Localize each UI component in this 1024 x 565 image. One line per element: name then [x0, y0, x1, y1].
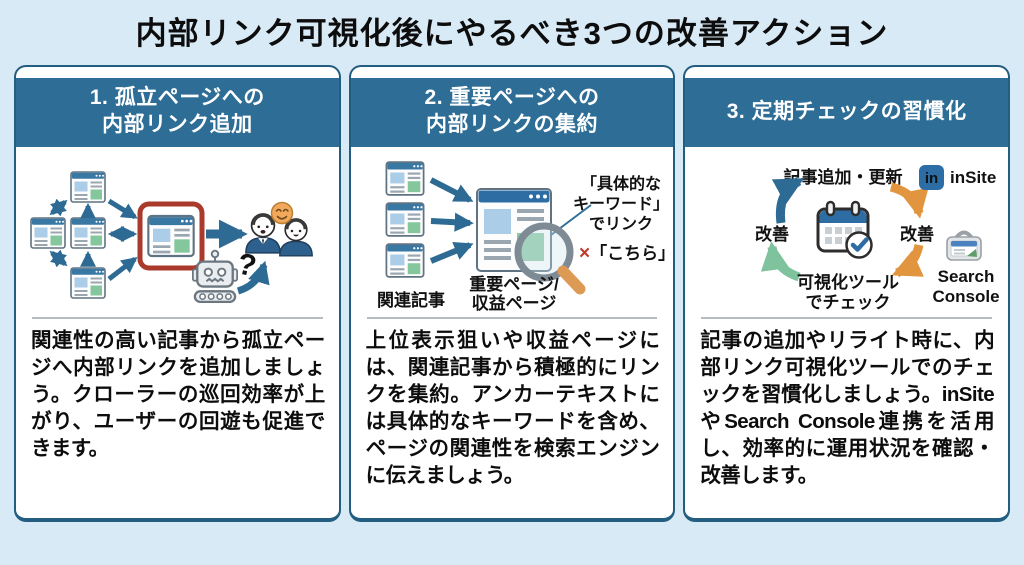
divider [366, 316, 658, 319]
card3-header: 3. 定期チェックの習慣化 [685, 77, 1009, 147]
keyword-note-2: キーワード」 [573, 196, 669, 213]
divider [32, 316, 323, 319]
check-tool-label-1: 可視化ツール [797, 272, 899, 292]
card-isolated-pages: 1. 孤立ページへの 内部リンク追加 [14, 64, 341, 522]
robot-to-users-arrow [236, 260, 270, 294]
search-console-label-1: Search [938, 267, 995, 286]
linked-pages-cluster-icon [30, 170, 106, 299]
svg-text:×「こちら」: ×「こちら」 [579, 243, 675, 264]
card2-header: 2. 重要ページへの 内部リンクの集約 [350, 77, 674, 147]
smiley-icon [270, 201, 294, 224]
cycle-arrow-orange-1 [890, 182, 929, 219]
page-title: 内部リンク可視化後にやるべき3つの改善アクション [135, 16, 889, 51]
insite-logo-text: in [925, 170, 938, 187]
card-link-consolidation: 2. 重要ページへの 内部リンクの集約 関連記事 [348, 64, 676, 522]
cycle-arrow-orange-2 [892, 243, 925, 277]
user-person2-icon [278, 217, 314, 257]
check-tool-label-2: でチェック [806, 293, 891, 312]
insite-logo-icon: in [919, 164, 945, 190]
ng-anchor-text: 「こちら」 [590, 243, 675, 263]
calendar-check-icon [816, 200, 874, 259]
cycle-arrow-blue [772, 176, 805, 224]
ng-cross-icon: × [579, 243, 590, 264]
card2-illustration: 関連記事 [377, 160, 675, 313]
important-page-label-1: 重要ページ/ [469, 274, 559, 294]
isolated-page-icon [137, 201, 205, 271]
card1-illustration: ? [30, 170, 314, 303]
related-article-icons [385, 160, 425, 278]
insite-name-label: inSite [950, 168, 996, 187]
important-page-label-2: 収益ページ [471, 293, 556, 313]
card2-body-text: 上位表示狙いや収益ページには、関連記事から積極的にリンクを集約。アンカーテキスト… [365, 328, 660, 487]
card-regular-check: 3. 定期チェックの習慣化 記事追加・更新 改善 改善 可視化ツール でチェック [683, 64, 1011, 522]
link-arrows [49, 198, 138, 281]
keyword-note-3: でリンク [589, 215, 653, 233]
card3-body-text: 記事の追加やリライト時に、内部リンク可視化ツールでのチェックを習慣化しましょう。… [700, 328, 995, 487]
improve-right-label: 改善 [900, 224, 934, 244]
divider [701, 316, 993, 319]
card1-body-text: 関連性の高い記事から孤立ページへ内部リンクを追加しましょう。クローラーの巡回効率… [31, 328, 325, 460]
card3-illustration: 記事追加・更新 改善 改善 可視化ツール でチェック [755, 164, 1000, 312]
cycle-step-update-label: 記事追加・更新 [784, 167, 903, 187]
improve-left-label: 改善 [755, 224, 789, 244]
magnifier-icon [514, 222, 586, 295]
keyword-note-1: 「具体的な [581, 174, 661, 193]
search-console-icon [946, 230, 983, 261]
cards-row: 1. 孤立ページへの 内部リンク追加 [0, 64, 1024, 522]
cycle-arrow-green [761, 240, 801, 281]
search-console-label-2: Console [933, 287, 1000, 306]
consolidation-arrows [429, 176, 474, 264]
card1-header: 1. 孤立ページへの 内部リンク追加 [16, 77, 339, 147]
related-articles-label: 関連記事 [377, 290, 445, 310]
